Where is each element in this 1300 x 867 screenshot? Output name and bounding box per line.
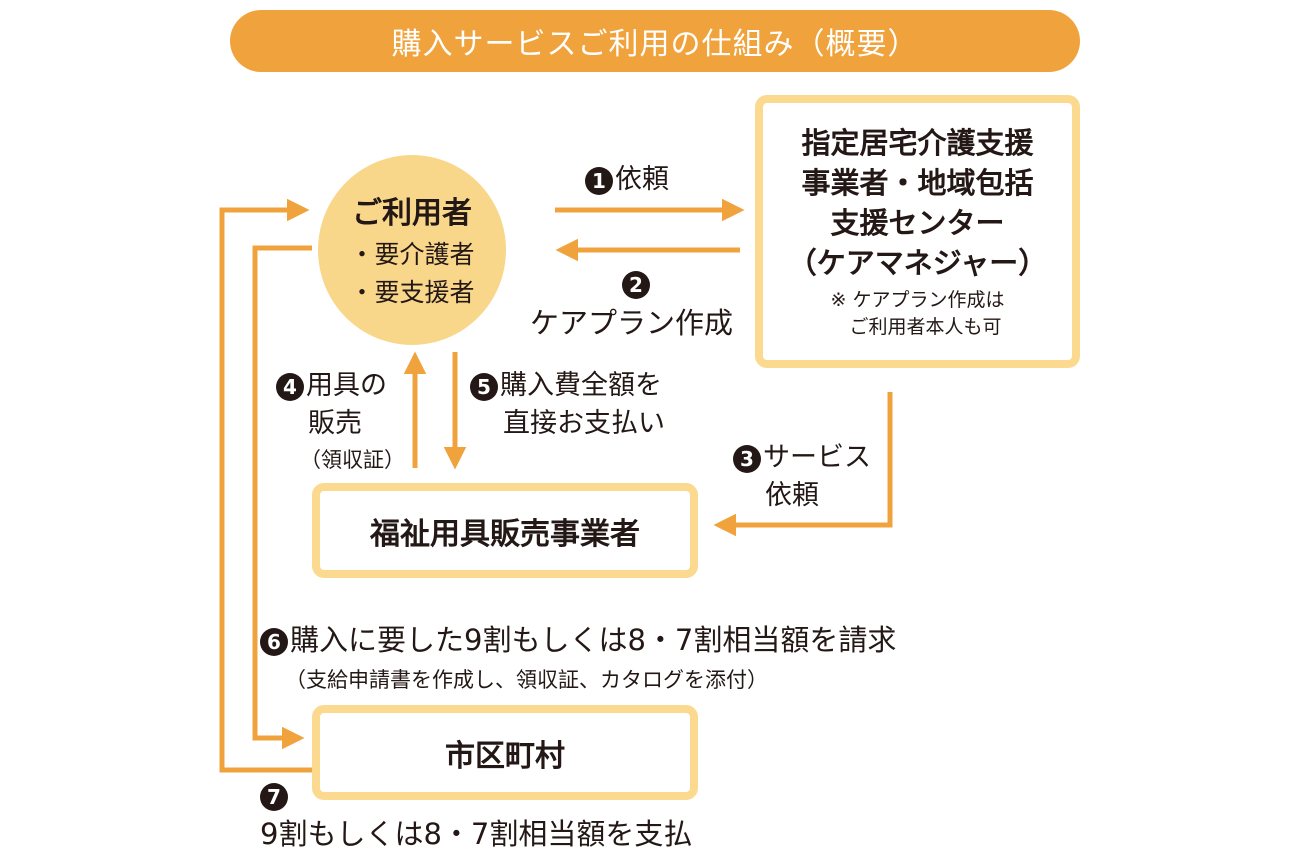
diagram-title: 購入サービスご利用の仕組み（概要） (230, 10, 1080, 72)
care-manager-line: 支援センター (830, 205, 1005, 240)
care-manager-line: （ケアマネジャー） (787, 245, 1048, 280)
step-number-icon: 1 (585, 166, 613, 195)
care-manager-note: ご利用者本人も可 (830, 315, 1002, 338)
care-manager-node: 指定居宅介護支援 事業者・地域包括 支援センター （ケアマネジャー） ※ ケアプ… (755, 95, 1080, 368)
step7-label: 9割もしくは8・7割相当額を支払 (260, 817, 693, 851)
care-manager-line: 事業者・地域包括 (801, 165, 1034, 200)
step-number-icon: 2 (622, 270, 650, 299)
step2-label: ケアプラン作成 (530, 306, 734, 340)
step-number-icon: 3 (733, 444, 761, 473)
step-number-icon: 7 (260, 782, 288, 811)
user-item: ・要介護者 (349, 240, 475, 269)
step4-label-line2: 販売 (308, 408, 362, 439)
user-title: ご利用者 (352, 196, 472, 231)
step2-number: 2 (622, 266, 652, 302)
step-number-icon: 6 (260, 628, 288, 656)
step-number-icon: 5 (470, 372, 498, 401)
arrow-step6 (252, 245, 312, 750)
welfare-vendor-label: 福祉用具販売事業者 (370, 516, 640, 552)
step4-label-line3: （領収証） (300, 448, 405, 472)
user-node: ご利用者 ・要介護者 ・要支援者 (318, 155, 506, 345)
step3-label-line2: 依頼 (765, 480, 819, 511)
user-item: ・要支援者 (349, 278, 475, 307)
arrow-step3 (713, 392, 893, 537)
step-number-icon: 4 (276, 372, 304, 401)
step6-sub: （支給申請書を作成し、領収証、カタログを添付） (285, 668, 768, 692)
arrow-step7 (219, 198, 312, 773)
care-manager-line: 指定居宅介護支援 (801, 125, 1034, 160)
municipality-node: 市区町村 (312, 705, 698, 800)
step7-number: 7 (260, 778, 290, 814)
care-manager-note: ※ ケアプラン作成は (830, 288, 1005, 311)
welfare-vendor-node: 福祉用具販売事業者 (312, 483, 698, 578)
step5-label-line2: 直接お支払い (503, 408, 665, 439)
municipality-label: 市区町村 (445, 738, 565, 774)
